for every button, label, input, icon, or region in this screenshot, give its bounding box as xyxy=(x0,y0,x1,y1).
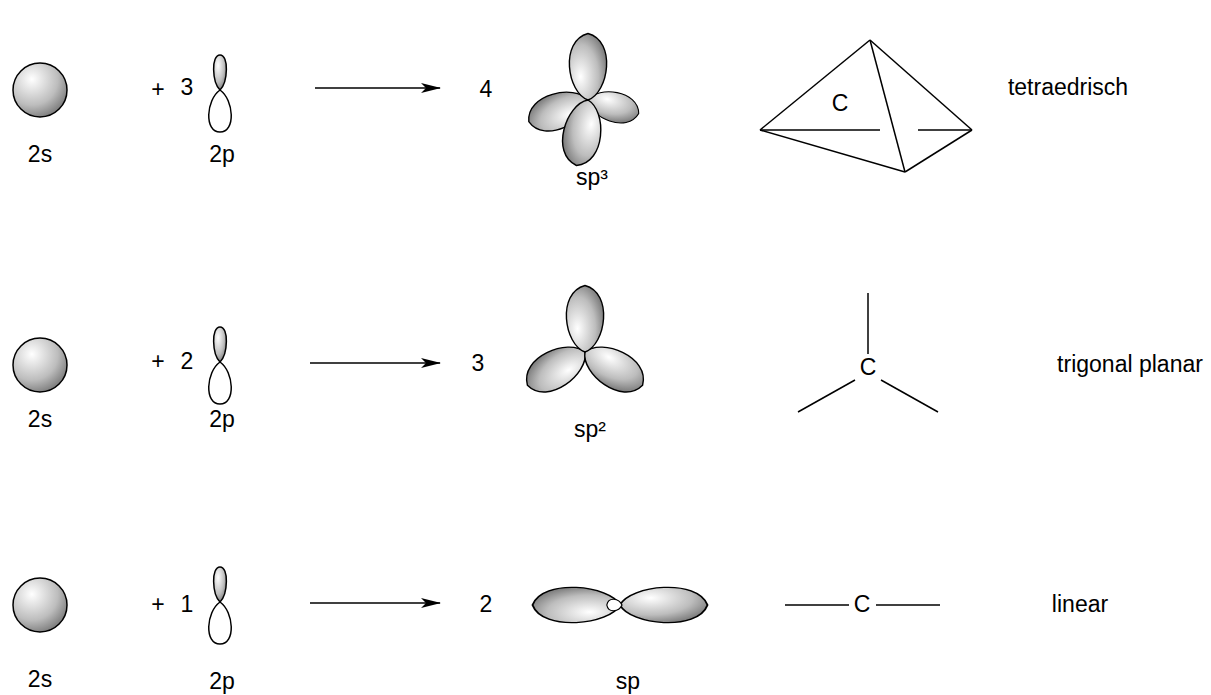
orbital-name: 2s xyxy=(26,407,54,432)
plus-sign: + xyxy=(149,592,166,617)
trigonal-structure xyxy=(798,293,938,412)
orbital-name: 2p xyxy=(207,142,237,167)
reaction-arrow xyxy=(310,362,440,364)
atom: C xyxy=(858,355,879,380)
coefficient: 3 xyxy=(179,75,196,100)
atom: C xyxy=(852,592,873,617)
plus-sign: + xyxy=(149,349,166,374)
coefficient: 1 xyxy=(179,592,196,617)
reaction-arrow xyxy=(310,602,440,604)
geometry-name: trigonal planar xyxy=(1055,352,1205,377)
coefficient: 2 xyxy=(478,592,495,617)
sp-orbitals xyxy=(533,587,708,622)
orbital-name: 2s xyxy=(26,667,54,692)
hybrid-name: sp xyxy=(614,669,642,694)
p-orbital xyxy=(209,567,232,644)
orbital-name: 2p xyxy=(207,407,237,432)
coefficient: 3 xyxy=(470,351,487,376)
s-orbital xyxy=(13,578,67,632)
orbital-name: 2s xyxy=(26,142,54,167)
hybrid-name: sp² xyxy=(572,417,608,442)
geometry-name: tetraedrisch xyxy=(1006,75,1130,100)
s-orbital xyxy=(13,63,67,117)
sp2-orbitals xyxy=(518,286,652,402)
reaction-arrow xyxy=(315,87,440,89)
plus-sign: + xyxy=(149,77,166,102)
orbital-name: 2p xyxy=(207,669,237,694)
p-orbital xyxy=(209,327,232,404)
hybrid-name: sp³ xyxy=(574,165,610,190)
sp3-orbitals xyxy=(523,34,643,169)
coefficient: 2 xyxy=(179,349,196,374)
tetrahedron xyxy=(760,40,972,172)
atom: C xyxy=(830,91,851,116)
coefficient: 4 xyxy=(478,77,495,102)
s-orbital xyxy=(13,338,67,392)
p-orbital xyxy=(209,55,232,132)
geometry-name: linear xyxy=(1050,592,1110,617)
